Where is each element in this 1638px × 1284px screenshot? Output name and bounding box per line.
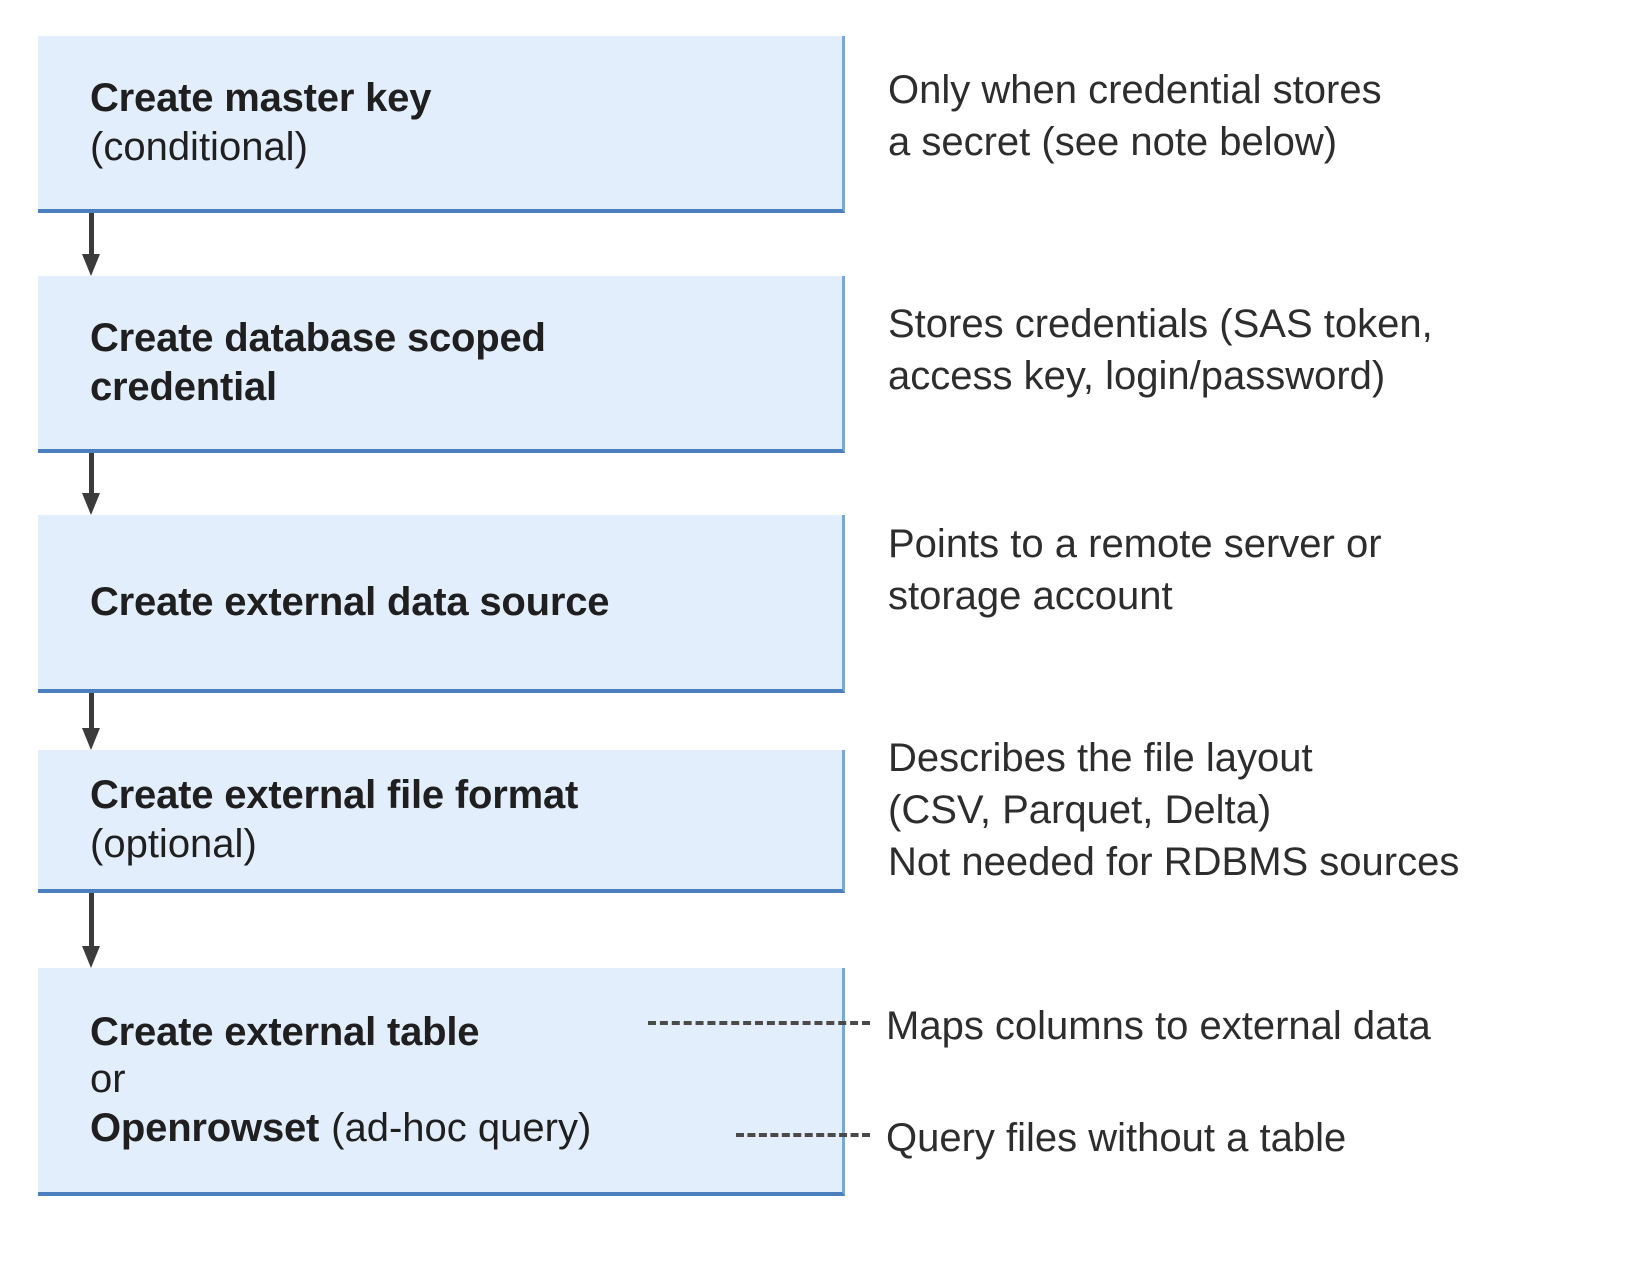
step-title: Create master key bbox=[90, 75, 432, 120]
step-box-create-master-key[interactable]: Create master key (conditional) bbox=[38, 36, 845, 213]
step-title-line1: Create database scoped bbox=[90, 315, 546, 360]
step-title: Create external table bbox=[90, 1009, 480, 1054]
step-separator-or: or bbox=[90, 1057, 126, 1102]
step-box-create-external-data-source[interactable]: Create external data source bbox=[38, 515, 845, 693]
arrow-down-icon-3 bbox=[82, 693, 100, 750]
note-create-database-scoped-credential: Stores credentials (SAS token, access ke… bbox=[888, 302, 1433, 398]
arrow-shaft bbox=[89, 453, 94, 493]
step-alt-title-row: Openrowset (ad-hoc query) bbox=[90, 1104, 828, 1153]
note-create-external-data-source: Points to a remote server or storage acc… bbox=[888, 522, 1382, 618]
step-box-create-external-file-format[interactable]: Create external file format (optional) bbox=[38, 750, 845, 893]
step-box-create-database-scoped-credential[interactable]: Create database scoped credential bbox=[38, 276, 845, 453]
arrow-shaft bbox=[89, 893, 94, 946]
arrow-head bbox=[82, 728, 100, 750]
step-qualifier: (conditional) bbox=[90, 124, 308, 169]
step-box-create-external-table-or-openrowset[interactable]: Create external table or Openrowset (ad-… bbox=[38, 968, 845, 1196]
note-create-master-key: Only when credential stores a secret (se… bbox=[888, 68, 1382, 164]
step-alt-title: Openrowset bbox=[90, 1105, 320, 1150]
note-openrowset: Query files without a table bbox=[886, 1116, 1347, 1160]
dashed-connector-external-table bbox=[648, 1021, 870, 1025]
arrow-head bbox=[82, 254, 100, 276]
step-title-row: Create external table bbox=[90, 1008, 828, 1057]
step-alt-qualifier: (ad-hoc query) bbox=[331, 1105, 592, 1150]
arrow-down-icon-4 bbox=[82, 893, 100, 968]
step-title: Create external file format bbox=[90, 772, 579, 817]
note-create-external-table: Maps columns to external data bbox=[886, 1004, 1431, 1048]
arrow-down-icon-1 bbox=[82, 213, 100, 276]
step-title: Create external data source bbox=[90, 579, 610, 624]
arrow-down-icon-2 bbox=[82, 453, 100, 515]
dashed-connector-openrowset bbox=[736, 1133, 870, 1137]
arrow-shaft bbox=[89, 213, 94, 254]
note-create-external-file-format: Describes the file layout (CSV, Parquet,… bbox=[888, 736, 1460, 884]
arrow-head bbox=[82, 946, 100, 968]
step-qualifier: (optional) bbox=[90, 821, 257, 866]
arrow-shaft bbox=[89, 693, 94, 728]
step-title-line2: credential bbox=[90, 364, 277, 409]
arrow-head bbox=[82, 493, 100, 515]
